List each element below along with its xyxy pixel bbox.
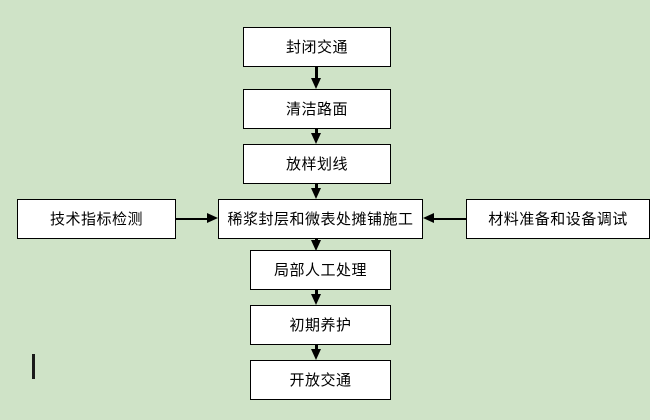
node-manual-treatment[interactable]: 局部人工处理: [250, 250, 391, 290]
connector-setout-line-to-paving: [315, 184, 318, 190]
node-label: 材料准备和设备调试: [488, 209, 628, 228]
node-open-traffic[interactable]: 开放交通: [250, 360, 391, 400]
connector-close-traffic-to-clean-road: [315, 67, 318, 80]
node-label: 技术指标检测: [49, 209, 143, 228]
node-paving-construction[interactable]: 稀浆封层和微表处摊铺施工: [218, 199, 423, 239]
node-label: 开放交通: [289, 370, 352, 389]
node-label: 稀浆封层和微表处摊铺施工: [227, 209, 414, 228]
node-close-traffic[interactable]: 封闭交通: [243, 27, 391, 67]
arrowhead-left-icon: [423, 212, 434, 223]
arrowhead-down-icon: [310, 133, 321, 144]
node-label: 初期养护: [289, 315, 352, 334]
arrowhead-down-icon: [310, 294, 321, 305]
connector-material-preparation-to-paving: [434, 217, 466, 220]
connector-clean-road-to-setout-line: [315, 129, 318, 135]
connector-curing-to-open-traffic: [315, 345, 318, 351]
connector-technical-test-to-paving: [176, 217, 208, 220]
arrowhead-down-icon: [310, 188, 321, 199]
node-label: 放样划线: [285, 154, 348, 173]
node-label: 局部人工处理: [273, 260, 367, 279]
node-material-preparation[interactable]: 材料准备和设备调试: [466, 199, 650, 239]
node-label: 封闭交通: [285, 37, 348, 56]
node-setout-line[interactable]: 放样划线: [243, 144, 391, 184]
arrowhead-right-icon: [207, 212, 218, 223]
connector-manual-to-curing: [315, 290, 318, 296]
node-initial-curing[interactable]: 初期养护: [250, 305, 391, 345]
node-clean-road[interactable]: 清洁路面: [243, 89, 391, 129]
arrowhead-down-icon: [310, 349, 321, 360]
arrowhead-down-icon: [310, 78, 321, 89]
node-technical-test[interactable]: 技术指标检测: [17, 199, 176, 239]
arrowhead-down-icon: [310, 240, 321, 251]
text-cursor-caret: [32, 354, 35, 379]
node-label: 清洁路面: [285, 99, 348, 118]
